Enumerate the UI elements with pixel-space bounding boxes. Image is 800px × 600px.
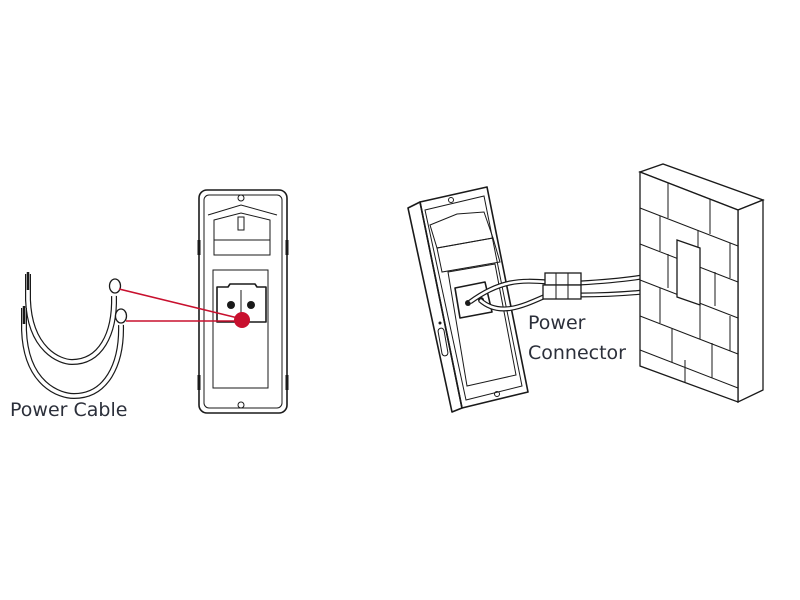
terminal-screw-right — [247, 301, 255, 309]
wall-opening — [676, 239, 701, 306]
connection-callout — [118, 288, 250, 328]
power-cable-illustration — [21, 272, 128, 400]
cable-terminal-2 — [114, 308, 128, 324]
power-connector-label-line2: Connector — [528, 342, 626, 364]
doorbell-back-view — [197, 189, 289, 414]
power-cable-label: Power Cable — [10, 399, 128, 421]
connection-point-marker — [234, 312, 250, 328]
terminal-screw-left — [227, 301, 235, 309]
cable-terminal-1 — [108, 278, 122, 294]
doorbell-angled-view — [407, 186, 529, 413]
brick-wall — [638, 163, 765, 404]
power-connector-label-line1: Power — [528, 312, 586, 334]
